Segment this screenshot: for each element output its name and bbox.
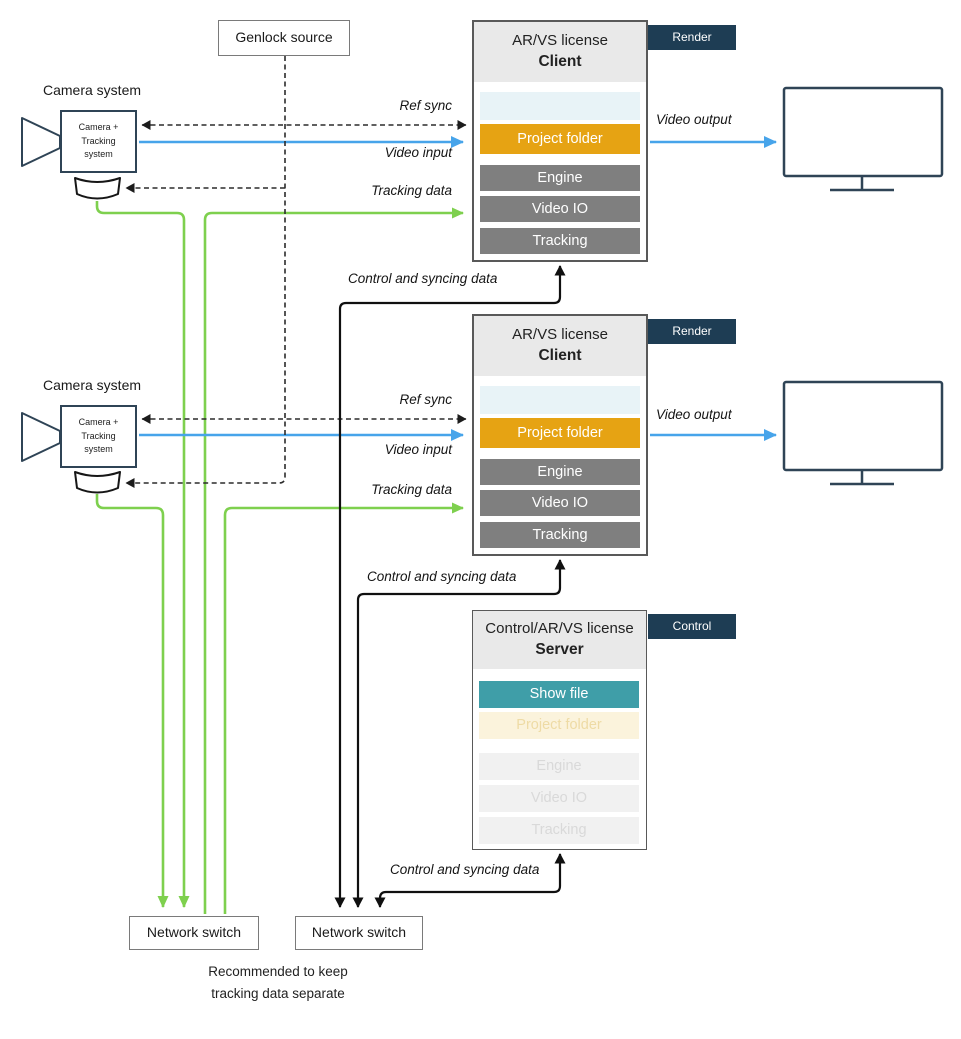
camera-icon — [21, 117, 61, 167]
tracking-sensor-icon — [74, 177, 121, 200]
camera-box-line: Camera + — [78, 417, 119, 428]
project-folder-row: Project folder — [480, 124, 640, 154]
video-lines — [139, 136, 777, 441]
tracking-data-label: Tracking data — [371, 183, 452, 198]
camera-system-title: Camera system — [43, 82, 142, 98]
project-folder-row-disabled: Project folder — [479, 712, 639, 739]
camera-tracking-box: Camera + Tracking system — [60, 405, 137, 468]
tracking-sensor-icon — [74, 471, 121, 494]
control-sync-label: Control and syncing data — [367, 569, 517, 584]
note-line-2: tracking data separate — [211, 986, 345, 1002]
engine-row: Engine — [480, 165, 640, 191]
camera-box-line: system — [84, 444, 113, 455]
license-label: AR/VS license — [512, 326, 608, 344]
render-tag: Render — [648, 25, 736, 50]
license-label: AR/VS license — [512, 32, 608, 50]
camera-icon — [21, 412, 61, 462]
engine-row-disabled: Engine — [479, 753, 639, 780]
video-output-label: Video output — [656, 407, 732, 422]
project-folder-row: Project folder — [480, 418, 640, 448]
camera-box-line: Tracking — [81, 135, 116, 146]
video-input-label: Video input — [384, 442, 452, 457]
license-label: Control/AR/VS license — [485, 620, 634, 638]
video-io-row: Video IO — [480, 196, 640, 222]
camera-box-line: Camera + — [78, 122, 119, 133]
control-sync-lines — [334, 265, 566, 908]
network-switch-tracking: Network switch — [129, 916, 259, 950]
video-output-label: Video output — [656, 112, 732, 127]
client-header: AR/VS license Client — [474, 316, 646, 376]
client-header: AR/VS license Client — [474, 22, 646, 82]
control-sync-label: Control and syncing data — [390, 862, 540, 877]
ref-sync-label: Ref sync — [399, 392, 452, 407]
role-label: Server — [535, 640, 584, 658]
client-box-2: AR/VS license Client Project folder Engi… — [472, 314, 648, 556]
show-file-row: Show file — [479, 681, 639, 708]
monitor-icon — [782, 86, 944, 192]
tracking-row: Tracking — [480, 228, 640, 254]
camera-tracking-box: Camera + Tracking system — [60, 110, 137, 173]
control-tag: Control — [648, 614, 736, 639]
camera-system-title: Camera system — [43, 377, 142, 393]
engine-row: Engine — [480, 459, 640, 485]
server-box: Control/AR/VS license Server Show file P… — [472, 610, 647, 850]
empty-slot-row — [480, 92, 640, 120]
note-line-1: Recommended to keep — [208, 964, 348, 979]
tracking-row: Tracking — [480, 522, 640, 548]
empty-slot-row — [480, 386, 640, 414]
video-io-row: Video IO — [480, 490, 640, 516]
server-header: Control/AR/VS license Server — [473, 611, 646, 669]
ref-sync-lines — [125, 56, 467, 488]
render-tag: Render — [648, 319, 736, 344]
video-input-label: Video input — [384, 145, 452, 160]
network-switch-control: Network switch — [295, 916, 423, 950]
control-sync-label: Control and syncing data — [348, 271, 498, 286]
tracking-note: Recommended to keep tracking data separa… — [168, 961, 388, 1006]
tracking-data-lines — [95, 201, 464, 914]
camera-box-line: system — [84, 149, 113, 160]
ref-sync-label: Ref sync — [399, 98, 452, 113]
tracking-data-label: Tracking data — [371, 482, 452, 497]
genlock-source-box: Genlock source — [218, 20, 350, 56]
role-label: Client — [538, 52, 582, 70]
monitor-icon — [782, 380, 944, 486]
client-box-1: AR/VS license Client Project folder Engi… — [472, 20, 648, 262]
tracking-row-disabled: Tracking — [479, 817, 639, 844]
role-label: Client — [538, 346, 582, 364]
camera-box-line: Tracking — [81, 430, 116, 441]
video-io-row-disabled: Video IO — [479, 785, 639, 812]
